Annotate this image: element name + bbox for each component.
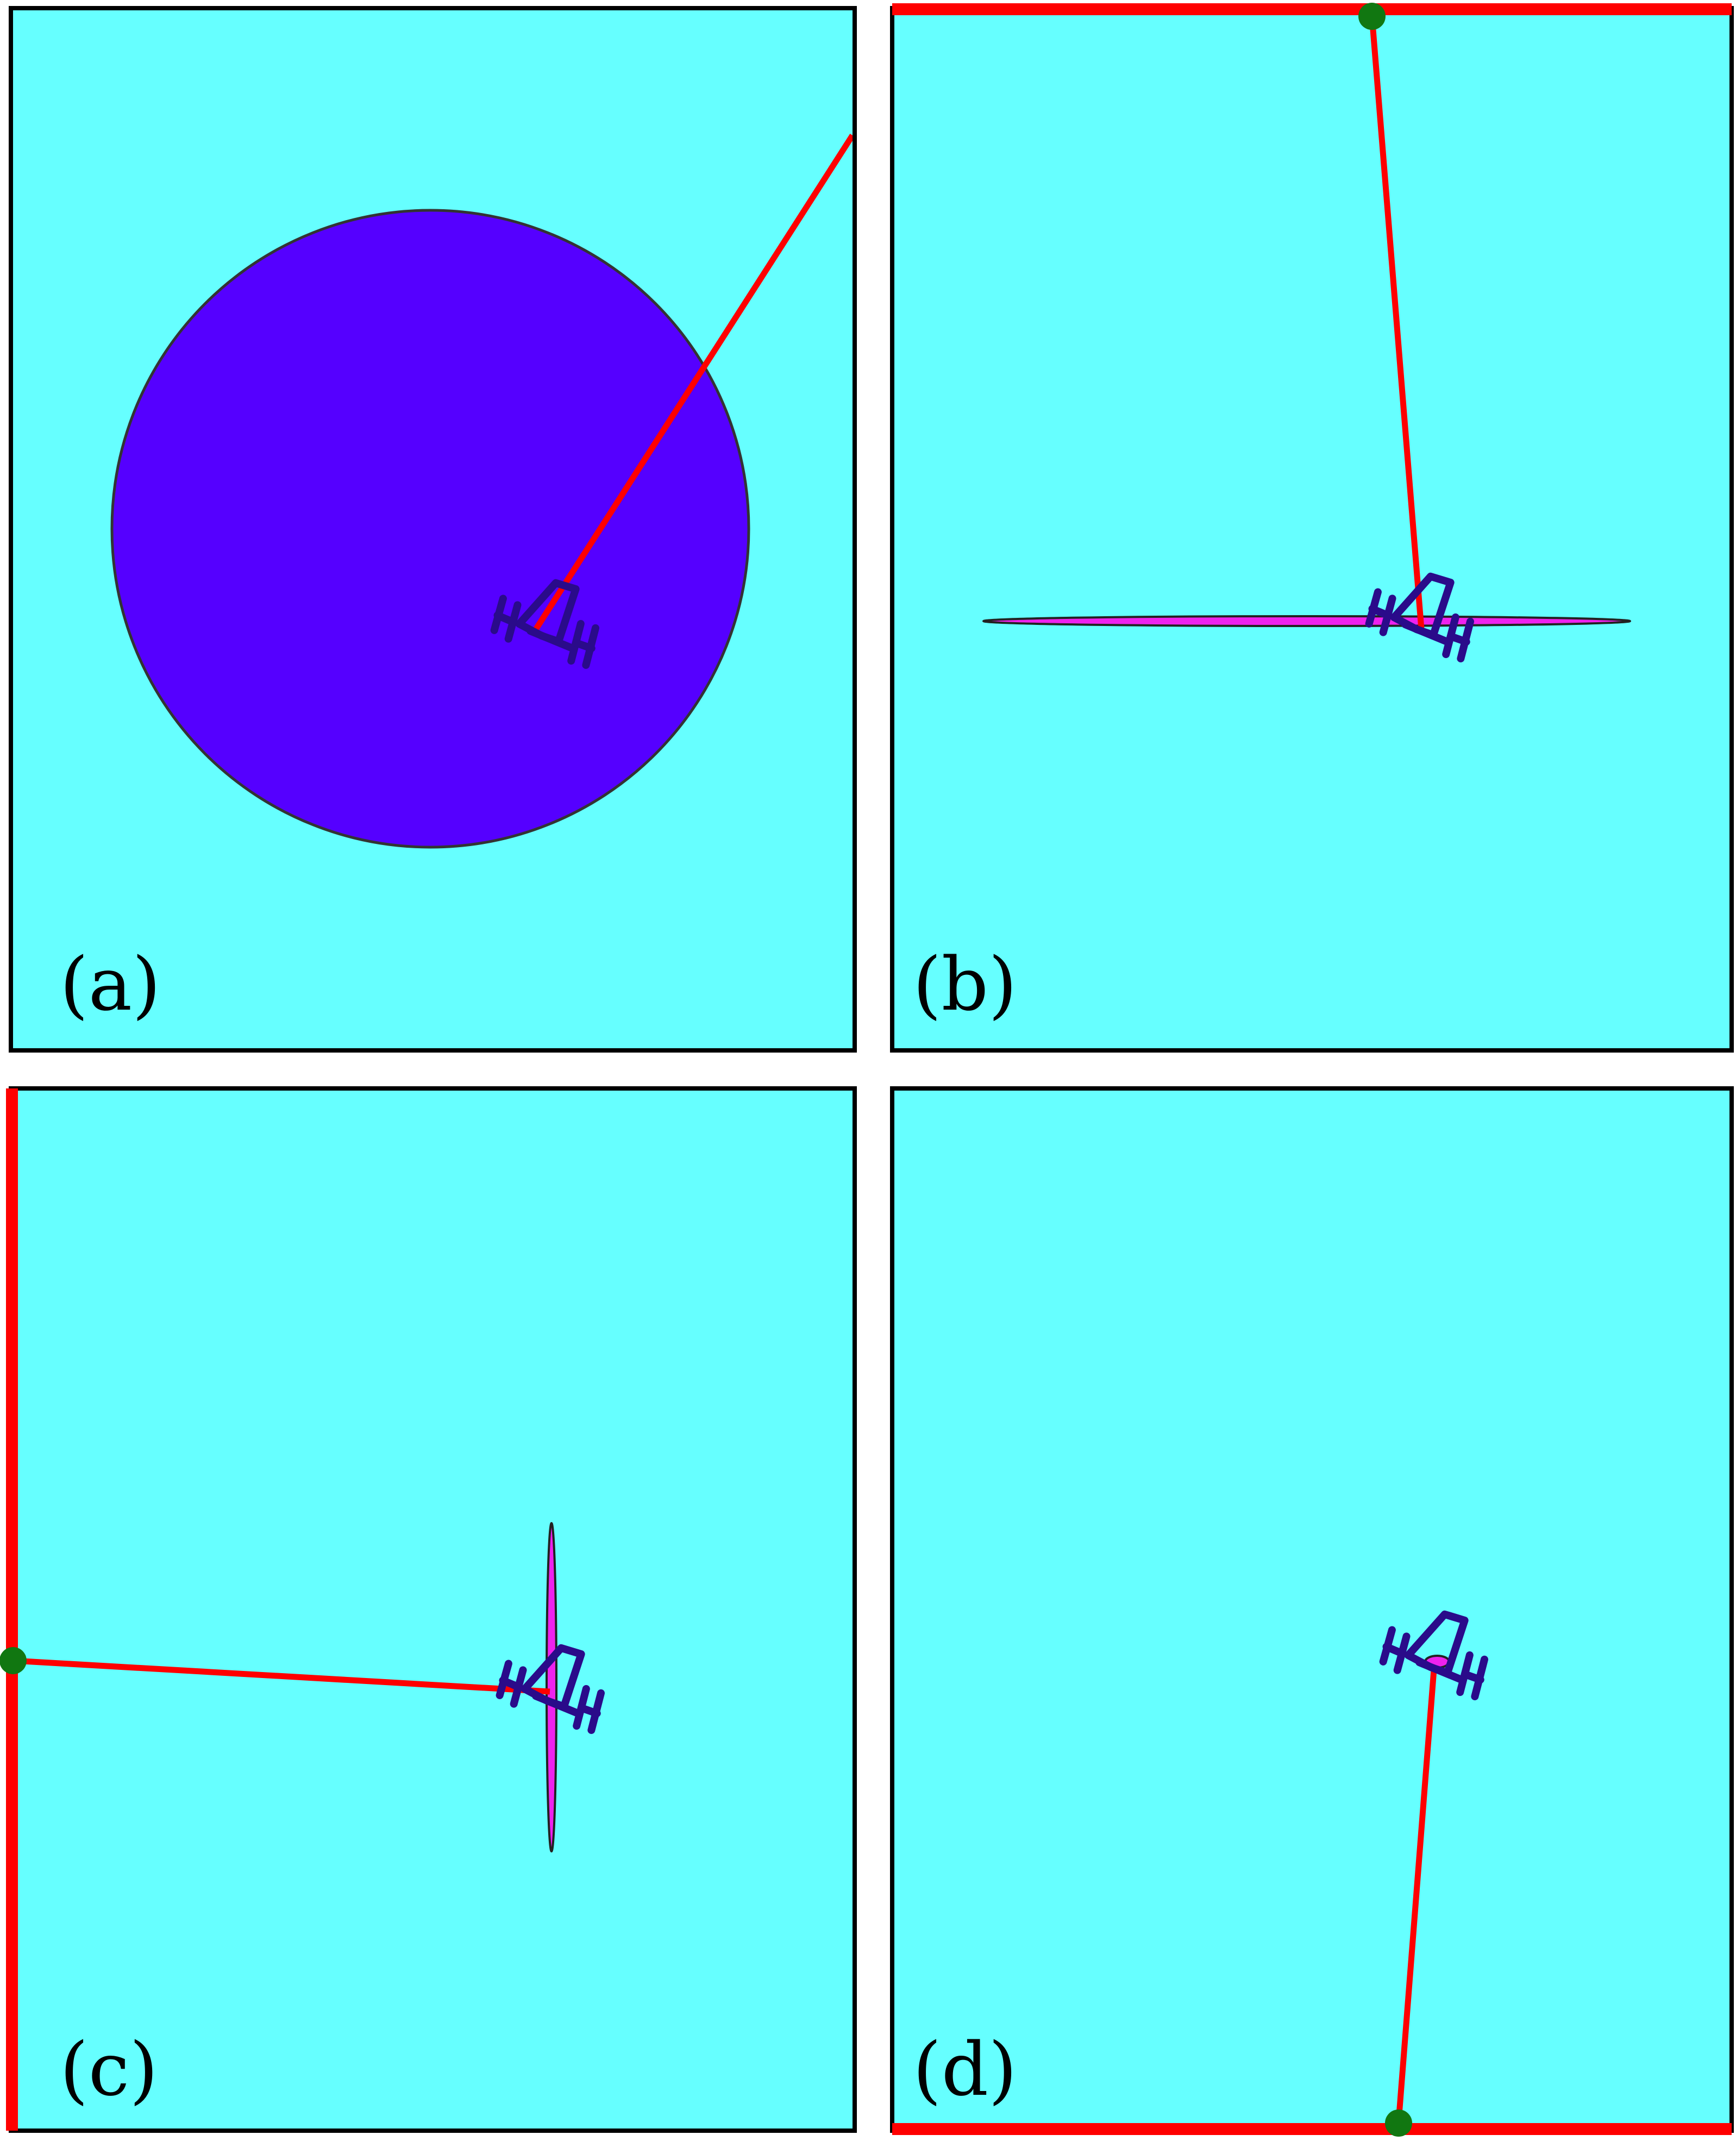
panel-c-label: (c) [60, 2027, 158, 2112]
panel-c-background [11, 1088, 855, 2131]
obstacle-disk [110, 209, 750, 849]
ray-line [1395, 1662, 1438, 2123]
contact-point-icon [1358, 3, 1386, 30]
ray-line [531, 134, 855, 634]
panel-c: (c) [0, 1086, 857, 2133]
panel-b: (b) [890, 3, 1734, 1053]
panel-a-frame [9, 6, 857, 1053]
ray-line [1369, 16, 1425, 630]
panel-d: (d) [890, 1086, 1734, 2137]
panel-b-background [892, 8, 1732, 1050]
panel-a: (a) [9, 6, 857, 1053]
panel-a-label: (a) [60, 942, 161, 1027]
panel-b-label: (b) [913, 942, 1017, 1027]
panel-d-background [892, 1088, 1732, 2131]
ray-line [12, 1657, 550, 1695]
contact-point-icon [0, 1647, 27, 1674]
panel-d-label: (d) [913, 2027, 1017, 2112]
contact-point-icon [1385, 2109, 1412, 2137]
covariance-ellipse [546, 1522, 557, 1852]
covariance-ellipse [982, 615, 1631, 627]
